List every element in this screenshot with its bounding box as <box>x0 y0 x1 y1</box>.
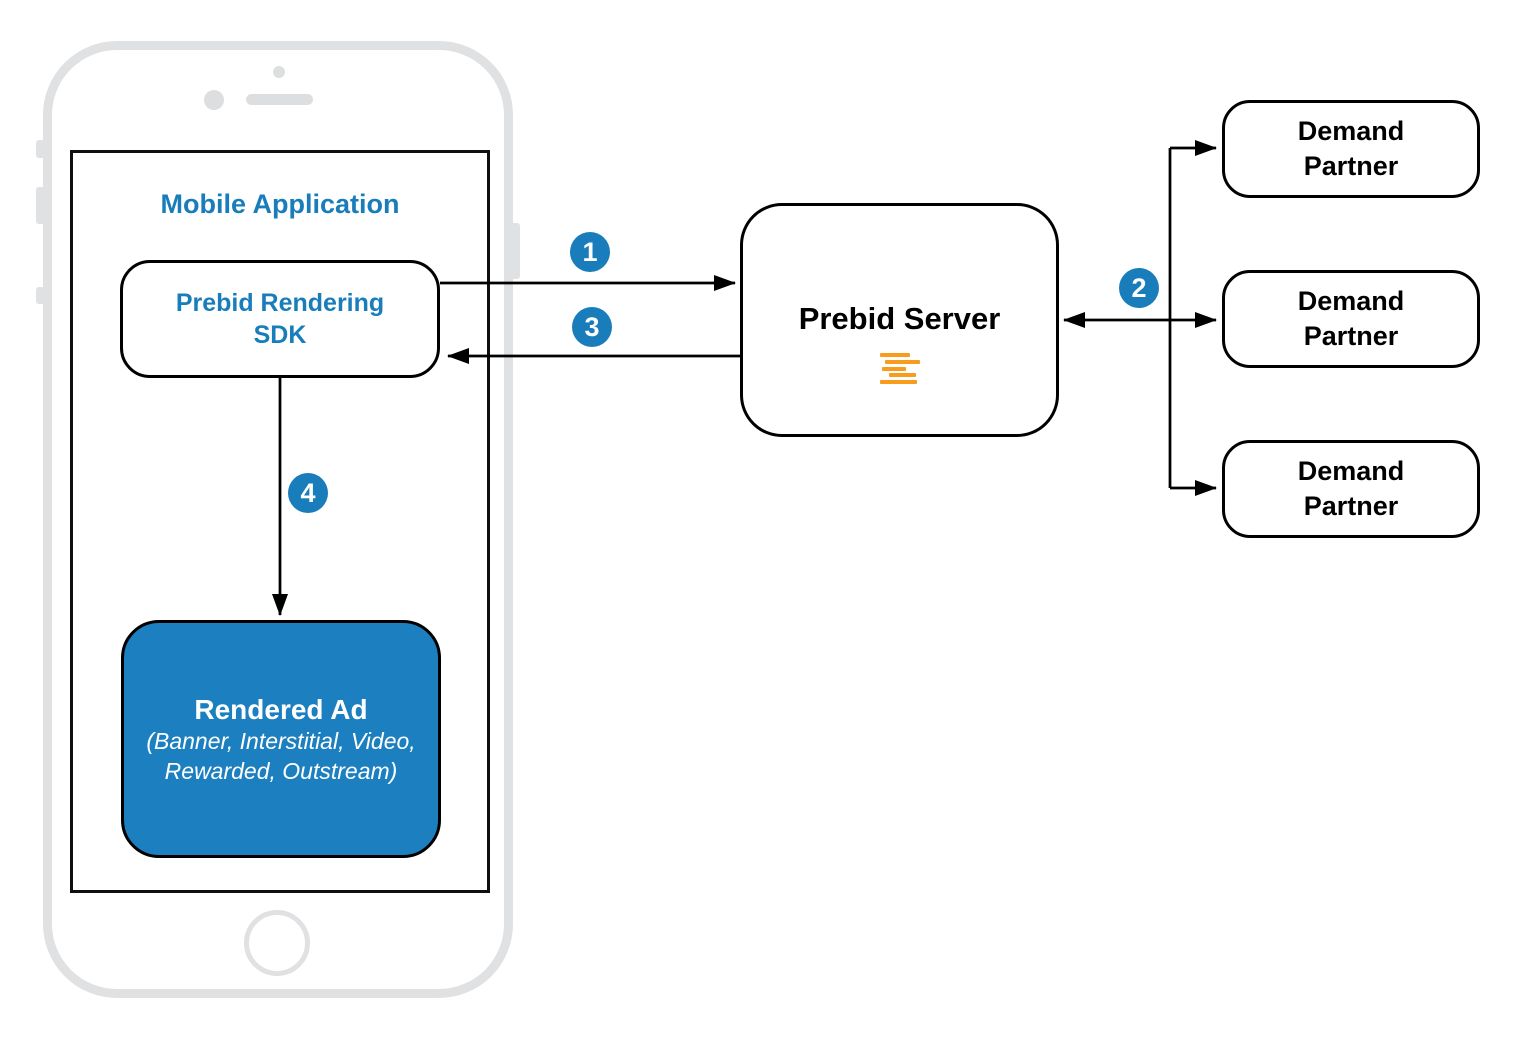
step-badge-4: 4 <box>288 473 328 513</box>
home-button <box>244 910 310 976</box>
rendered-ad-subtitle: (Banner, Interstitial, Video, Rewarded, … <box>146 727 416 784</box>
logo-bar <box>879 353 910 357</box>
rendered-ad-node: Rendered Ad (Banner, Interstitial, Video… <box>121 620 441 858</box>
step-badge-1: 1 <box>570 232 610 272</box>
demand-partner-label: Demand Partner <box>1297 456 1405 521</box>
demand-partner-node-2: Demand Partner <box>1222 270 1480 368</box>
logo-bar <box>888 373 916 377</box>
camera-icon <box>204 90 224 110</box>
camera-dot-icon <box>273 66 285 78</box>
volume-up-button <box>36 187 46 224</box>
volume-down-button <box>36 287 46 304</box>
mute-switch <box>36 140 46 158</box>
prebid-server-node: Prebid Server <box>740 203 1059 437</box>
sdk-label: Prebid Rendering SDK <box>175 288 385 350</box>
speaker-icon <box>246 94 313 105</box>
step-badge-2: 2 <box>1119 268 1159 308</box>
prebid-logo-icon <box>879 353 920 384</box>
step-badge-3: 3 <box>572 307 612 347</box>
power-button <box>510 223 520 279</box>
demand-partner-label: Demand Partner <box>1297 286 1405 351</box>
logo-bar <box>879 380 917 384</box>
logo-bar <box>881 367 906 371</box>
rendered-ad-title: Rendered Ad <box>194 693 368 725</box>
demand-partner-label: Demand Partner <box>1297 116 1405 181</box>
demand-partner-node-3: Demand Partner <box>1222 440 1480 538</box>
prebid-server-label: Prebid Server <box>798 301 1001 336</box>
mobile-application-title: Mobile Application <box>160 189 400 219</box>
prebid-rendering-sdk-node: Prebid Rendering SDK <box>120 260 440 378</box>
demand-partner-node-1: Demand Partner <box>1222 100 1480 198</box>
logo-bar <box>884 360 920 364</box>
